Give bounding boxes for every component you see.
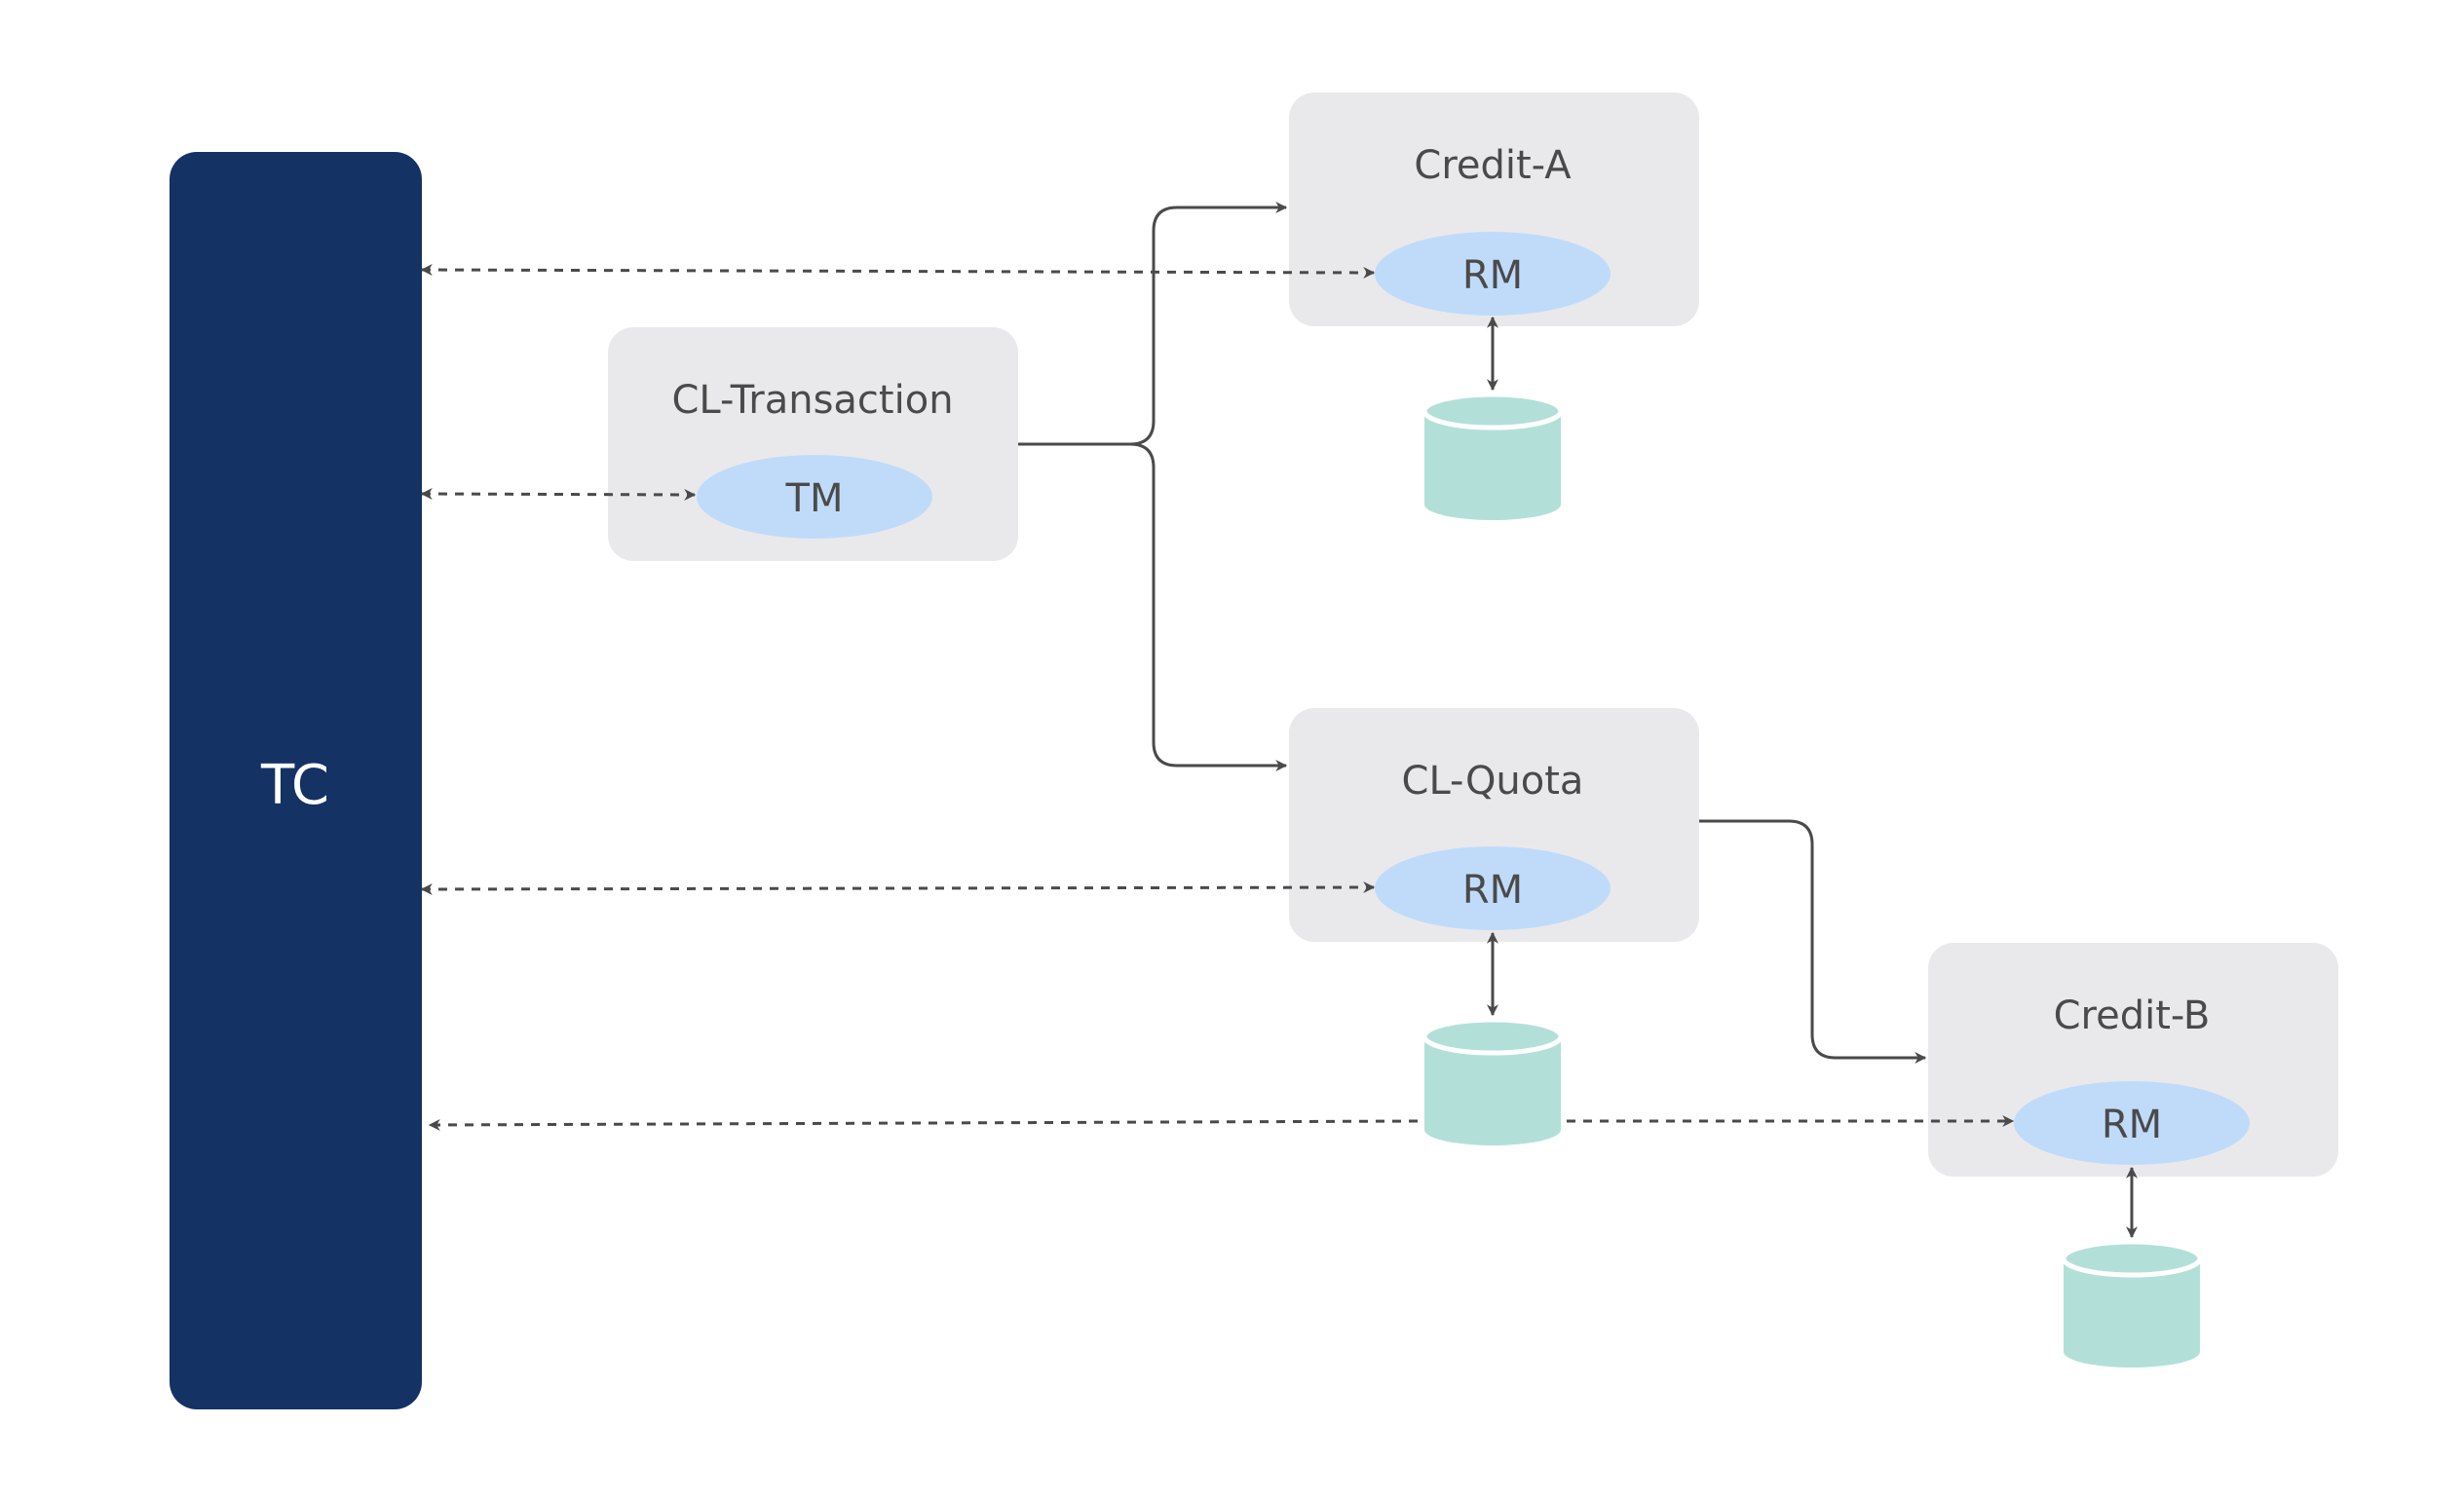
credit-b-node: Credit-B RM xyxy=(1928,943,2338,1177)
credit-b-rm-label: RM xyxy=(2102,1103,2162,1147)
cl-quota-label: CL-Quota xyxy=(1402,759,1584,804)
cl-transaction-node: CL-Transaction TM xyxy=(608,327,1018,561)
database-icon xyxy=(2061,1239,2203,1368)
tc-node: TC xyxy=(170,152,422,1409)
tm-ellipse xyxy=(697,455,932,539)
tc-link-tm xyxy=(420,488,697,501)
database-icon xyxy=(1422,1017,1564,1145)
credit-a-label: Credit-A xyxy=(1414,143,1572,188)
tc-link-credit-b-rm-left xyxy=(428,1118,1419,1131)
cl-quota-rm-ellipse xyxy=(1375,846,1611,930)
cl-quota-node: CL-Quota RM xyxy=(1289,708,1699,942)
credit-a-rm-ellipse xyxy=(1375,232,1611,316)
cl-quota-rm-label: RM xyxy=(1462,868,1523,913)
credit-a-rm-label: RM xyxy=(1462,253,1523,298)
credit-b-rm-ellipse xyxy=(2014,1081,2250,1165)
credit-b-label: Credit-B xyxy=(2054,993,2211,1038)
tc-link-credit-a-rm xyxy=(420,264,1376,279)
database-icon xyxy=(1422,392,1564,520)
credit-a-node: Credit-A RM xyxy=(1289,93,1699,326)
cl-transaction-label: CL-Transaction xyxy=(671,378,953,423)
call-arrow-cl-quota-to-credit-b xyxy=(1699,819,1927,1064)
call-arrow-transaction-to-credit-a xyxy=(1018,202,1288,446)
tm-label: TM xyxy=(785,476,844,521)
call-arrow-transaction-to-cl-quota xyxy=(1129,442,1288,771)
tc-link-cl-quota-rm xyxy=(420,881,1376,895)
tc-label: TC xyxy=(260,754,329,817)
